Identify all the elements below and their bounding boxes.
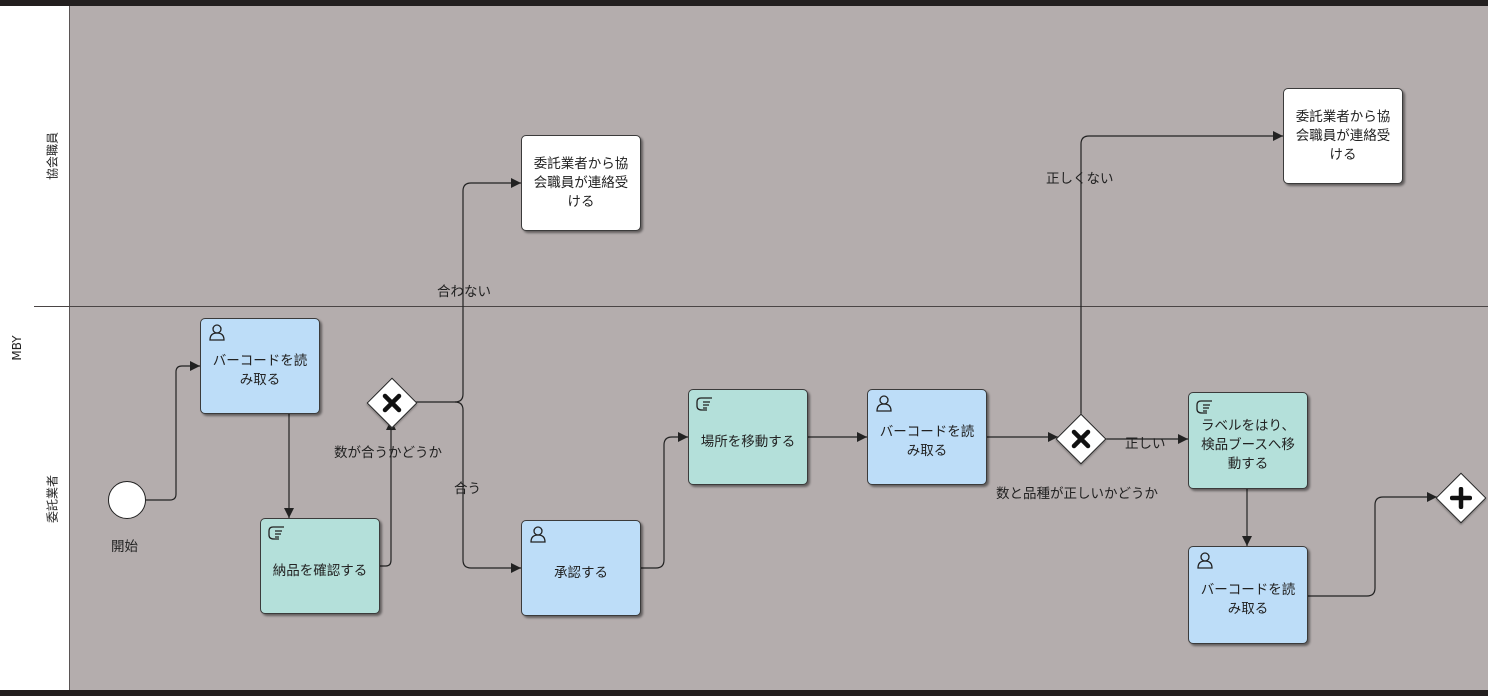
lane-divider (34, 306, 1488, 307)
start-event[interactable] (108, 481, 146, 519)
hand-icon (696, 397, 712, 411)
flow-confirm-to-gateway1 (380, 420, 396, 567)
flow-label-match: 合う (454, 481, 481, 497)
task-approve[interactable]: 承認する (521, 520, 641, 616)
task-label: バーコードを読み取る (879, 424, 975, 459)
gateway-count-check-label: 数が合うかどうか (334, 445, 442, 461)
lane-header-contractor: 委託業者 (34, 307, 70, 690)
flow-start-to-scan1 (146, 361, 200, 501)
task-label: 委託業者から協会職員が連絡受ける (533, 155, 629, 210)
flow-gateway1-to-notify1 (413, 178, 521, 403)
gateway-type-check-label: 数と品種が正しいかどうか (996, 486, 1158, 502)
hand-icon (1196, 400, 1212, 414)
flow-label-mismatch: 合わない (437, 284, 491, 300)
lane-header-staff: 協会職員 (34, 6, 70, 306)
hand-icon (268, 526, 284, 540)
task-confirm-delivery[interactable]: 納品を確認する (260, 518, 380, 614)
plus-icon (1444, 481, 1478, 515)
task-label: 場所を移動する (700, 433, 796, 450)
flow-gateway1-to-approve (454, 401, 521, 573)
flow-label-correct: 正しい (1125, 436, 1166, 452)
lane-staff (70, 6, 1488, 306)
user-icon (209, 324, 225, 341)
user-icon (876, 395, 892, 412)
user-icon (530, 526, 546, 543)
flow-scan3-to-gateway3 (1308, 492, 1437, 597)
task-label: バーコードを読み取る (212, 353, 308, 388)
start-event-label: 開始 (111, 539, 138, 555)
user-icon (1197, 552, 1213, 569)
task-receive-contact-2[interactable]: 委託業者から協会職員が連絡受ける (1283, 88, 1403, 184)
task-label: 納品を確認する (272, 562, 368, 579)
task-label: ラベルをはり、検品ブースへ移動する (1201, 418, 1295, 472)
bottom-border (0, 690, 1488, 696)
flow-label-incorrect: 正しくない (1046, 171, 1114, 187)
task-scan-barcode-1[interactable]: バーコードを読み取る (200, 318, 320, 414)
task-scan-barcode-3[interactable]: バーコードを読み取る (1188, 546, 1308, 644)
task-move-location[interactable]: 場所を移動する (688, 389, 808, 485)
flow-approve-to-move (641, 432, 688, 569)
flow-gateway2-to-notify2 (1080, 131, 1283, 416)
task-label: 委託業者から協会職員が連絡受ける (1295, 108, 1391, 163)
task-label: バーコードを読み取る (1200, 582, 1296, 617)
task-scan-barcode-2[interactable]: バーコードを読み取る (867, 389, 987, 485)
task-label-and-move[interactable]: ラベルをはり、検品ブースへ移動する (1188, 392, 1308, 489)
task-label: 承認する (554, 564, 608, 581)
x-icon (375, 386, 409, 420)
x-icon (1064, 422, 1098, 456)
task-receive-contact-1[interactable]: 委託業者から協会職員が連絡受ける (521, 135, 641, 231)
